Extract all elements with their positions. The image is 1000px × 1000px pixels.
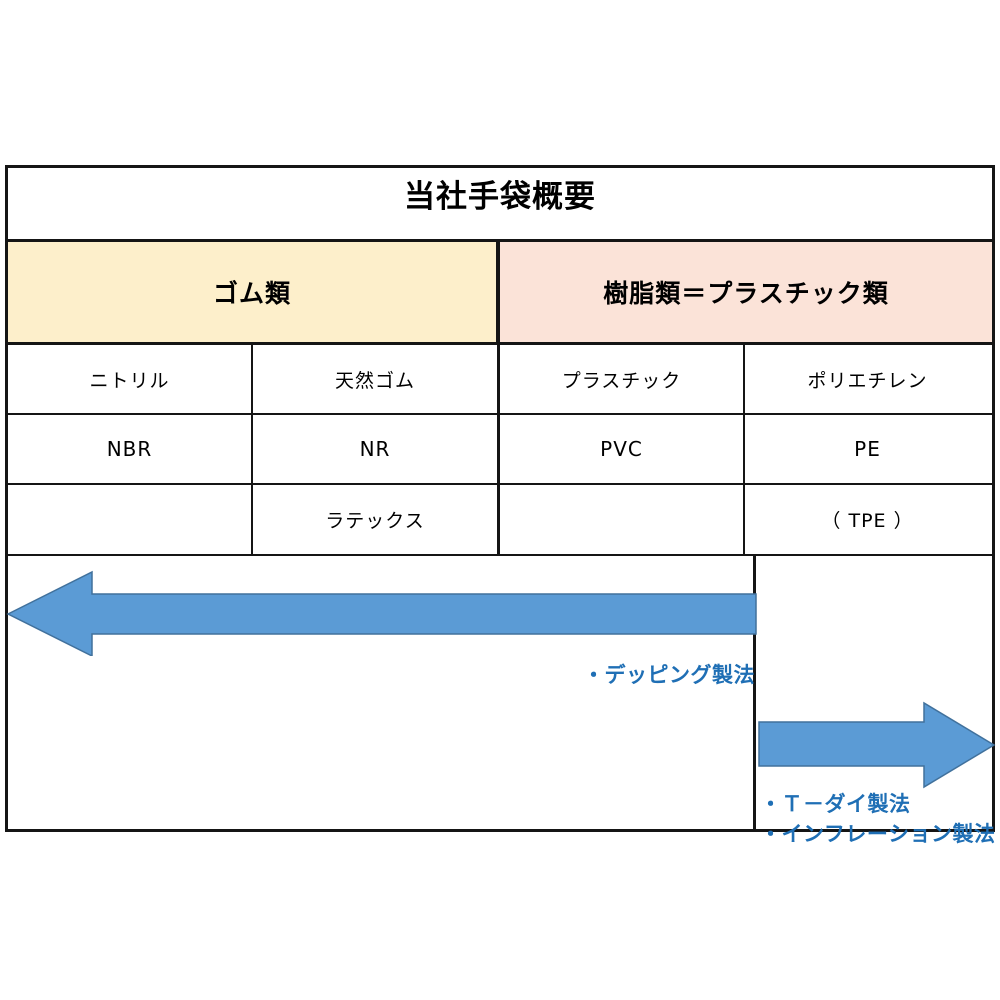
extrusion-arrow-icon (758, 701, 996, 789)
table-cell: ポリエチレン (745, 345, 990, 413)
table-cell: ニトリル (8, 345, 253, 413)
cell-text: ラテックス (325, 510, 425, 532)
category-header-row: ゴム類 樹脂類＝プラスチック類 (8, 242, 992, 345)
table-cell: PVC (500, 415, 745, 483)
table-cell: ラテックス (253, 485, 500, 554)
annotation-dipping-method: ・デッピング製法 (583, 663, 755, 687)
category-label-rubber: ゴム類 (212, 279, 291, 308)
cell-text: PVC (600, 437, 643, 461)
section-vertical-divider (753, 556, 756, 829)
cell-text: （ TPE ） (821, 510, 914, 532)
cell-text: 天然ゴム (334, 369, 415, 392)
cell-text: NBR (106, 437, 153, 461)
cell-text: PE (854, 437, 881, 461)
cell-text: プラスチック (561, 369, 682, 392)
cell-text: NR (359, 437, 391, 461)
annotation-inflation-method: ・インフレーション製法 (760, 822, 996, 846)
table-cell: NBR (8, 415, 253, 483)
table-row-abbreviations: NBR NR PVC PE (8, 415, 992, 485)
table-cell: プラスチック (500, 345, 745, 413)
table-title-row: 当社手袋概要 (8, 168, 992, 242)
category-cell-resin: 樹脂類＝プラスチック類 (500, 242, 992, 342)
table-cell: 天然ゴム (253, 345, 500, 413)
process-arrow-section: ・デッピング製法 ・Ｔ－ダイ製法 ・インフレーション製法 (6, 556, 996, 846)
category-cell-rubber: ゴム類 (8, 242, 500, 342)
overview-table: 当社手袋概要 ゴム類 樹脂類＝プラスチック類 ニトリル 天然ゴム プラスチック … (5, 165, 996, 846)
annotation-t-die-method: ・Ｔ－ダイ製法 (760, 792, 911, 816)
table-row-material-names: ニトリル 天然ゴム プラスチック ポリエチレン (8, 345, 992, 415)
cell-text: ポリエチレン (807, 369, 928, 392)
table-cell (500, 485, 745, 554)
cell-text: ニトリル (89, 369, 170, 392)
category-label-resin: 樹脂類＝プラスチック類 (603, 279, 889, 308)
table-row-extras: ラテックス （ TPE ） (8, 485, 992, 556)
table-cell (8, 485, 253, 554)
page-title: 当社手袋概要 (404, 179, 596, 215)
dipping-arrow-icon (6, 570, 757, 656)
table-cell: PE (745, 415, 990, 483)
table-cell: （ TPE ） (745, 485, 990, 554)
table-cell: NR (253, 415, 500, 483)
